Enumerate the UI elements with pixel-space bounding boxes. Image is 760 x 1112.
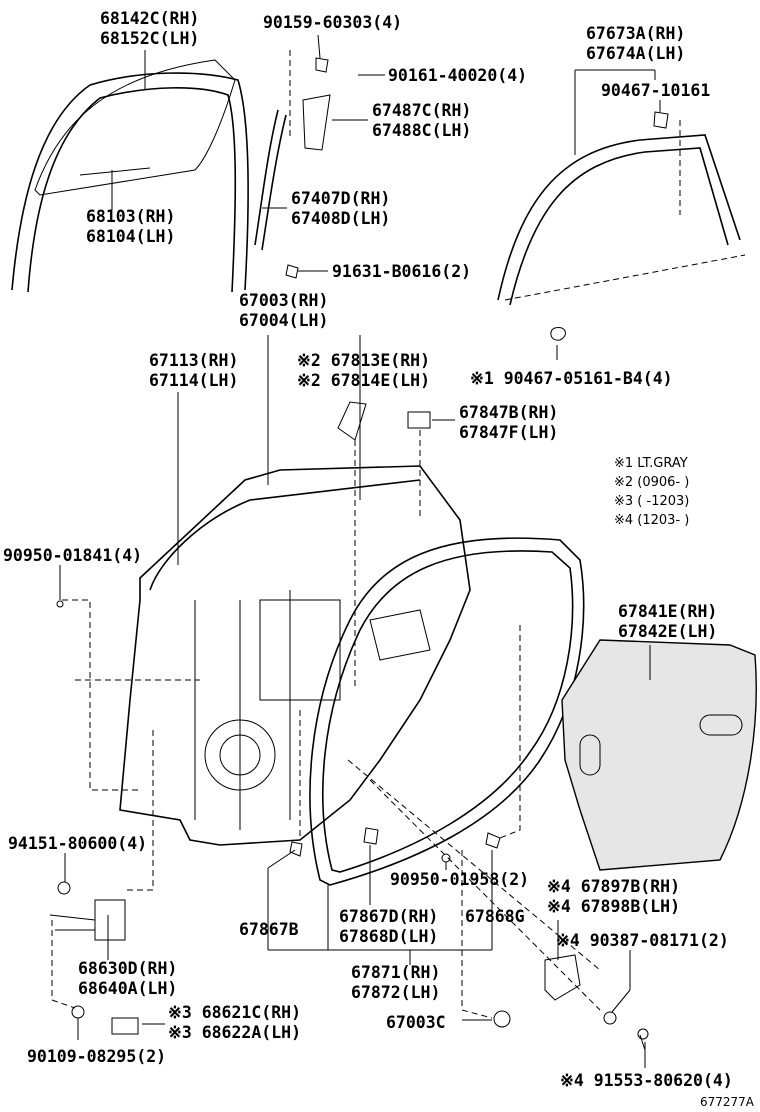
callout-g-line1: 67407D(RH) xyxy=(291,189,390,208)
reference-code: 677277A xyxy=(700,1095,755,1109)
service-hole-cover xyxy=(561,639,757,871)
callout-k-line1: 67113(RH) xyxy=(149,351,238,370)
note-3: ※3 ( -1203) xyxy=(614,494,689,509)
door-weatherstrip xyxy=(309,537,585,886)
callout-e-line2: 67674A(LH) xyxy=(586,44,685,63)
callout-y-line1: 67871(RH) xyxy=(351,963,440,982)
door-hinge xyxy=(49,881,139,1035)
callout-o: 90950-01841(4) xyxy=(3,546,142,565)
outer-weatherstrip xyxy=(497,120,746,306)
callout-j-line2: 67004(LH) xyxy=(239,311,328,330)
leader-lines xyxy=(59,34,661,1068)
callout-l-line2: ※2 67814E(LH) xyxy=(297,371,430,390)
notes-legend: ※1 LT.GRAY ※2 (0906- ) ※3 ( -1203) ※4 (1… xyxy=(614,456,689,528)
callout-t: 67867B xyxy=(239,920,299,939)
callouts: 68142C(RH) 68152C(LH) 90159-60303(4) 901… xyxy=(3,9,733,1090)
callout-q: 94151-80600(4) xyxy=(8,834,147,853)
callout-k-line2: 67114(LH) xyxy=(149,371,238,390)
door-glass-run-rear xyxy=(254,50,331,251)
callout-d-line2: 67488C(LH) xyxy=(372,121,471,140)
callout-l-line1: ※2 67813E(RH) xyxy=(297,351,430,370)
lower-parts xyxy=(56,57,669,1051)
door-window-glass xyxy=(34,59,236,196)
callout-p-line1: 67841E(RH) xyxy=(618,602,717,621)
callout-z-line2: ※3 68622A(LH) xyxy=(168,1023,301,1042)
callout-r: 90950-01958(2) xyxy=(390,870,529,889)
callout-i: 91631-B0616(2) xyxy=(332,262,471,281)
callout-g-line2: 67408D(LH) xyxy=(291,209,390,228)
callout-n-line2: 67847F(LH) xyxy=(459,423,558,442)
note-4: ※4 (1203- ) xyxy=(614,513,689,528)
callout-b: 90159-60303(4) xyxy=(263,13,402,32)
callout-p-line2: 67842E(LH) xyxy=(618,622,717,641)
callout-d-line1: 67487C(RH) xyxy=(372,101,471,120)
callout-x-line1: 68630D(RH) xyxy=(78,959,177,978)
callout-ab: 90109-08295(2) xyxy=(27,1047,166,1066)
note-2: ※2 (0906- ) xyxy=(614,475,689,490)
callout-h-line2: 68104(LH) xyxy=(86,227,175,246)
door-shell xyxy=(119,465,471,846)
assembly-dash-lines xyxy=(51,430,601,1019)
callout-ac: ※4 91553-80620(4) xyxy=(560,1071,733,1090)
callout-a-line1: 68142C(RH) xyxy=(100,9,199,28)
door-glass-run-upper xyxy=(11,72,249,293)
callout-e-line1: 67673A(RH) xyxy=(586,24,685,43)
callout-z-line1: ※3 68621C(RH) xyxy=(168,1003,301,1022)
callout-a-line2: 68152C(LH) xyxy=(100,29,199,48)
callout-c: 90161-40020(4) xyxy=(388,66,527,85)
callout-y-line2: 67872(LH) xyxy=(351,983,440,1002)
callout-j-line1: 67003(RH) xyxy=(239,291,328,310)
callout-aa: 67003C xyxy=(386,1013,446,1032)
note-1: ※1 LT.GRAY xyxy=(614,456,688,471)
callout-f: 90467-10161 xyxy=(601,81,710,100)
callout-v: 67868G xyxy=(465,907,525,926)
callout-m: ※1 90467-05161-B4(4) xyxy=(470,369,673,388)
callout-u-line1: 67867D(RH) xyxy=(339,907,438,926)
pad-parts xyxy=(337,401,431,441)
callout-x-line2: 68640A(LH) xyxy=(78,979,177,998)
callout-s-line1: ※4 67897B(RH) xyxy=(547,877,680,896)
callout-u-line2: 67868D(LH) xyxy=(339,927,438,946)
callout-n-line1: 67847B(RH) xyxy=(459,403,558,422)
callout-w: ※4 90387-08171(2) xyxy=(556,931,729,950)
callout-s-line2: ※4 67898B(LH) xyxy=(547,897,680,916)
callout-h-line1: 68103(RH) xyxy=(86,207,175,226)
